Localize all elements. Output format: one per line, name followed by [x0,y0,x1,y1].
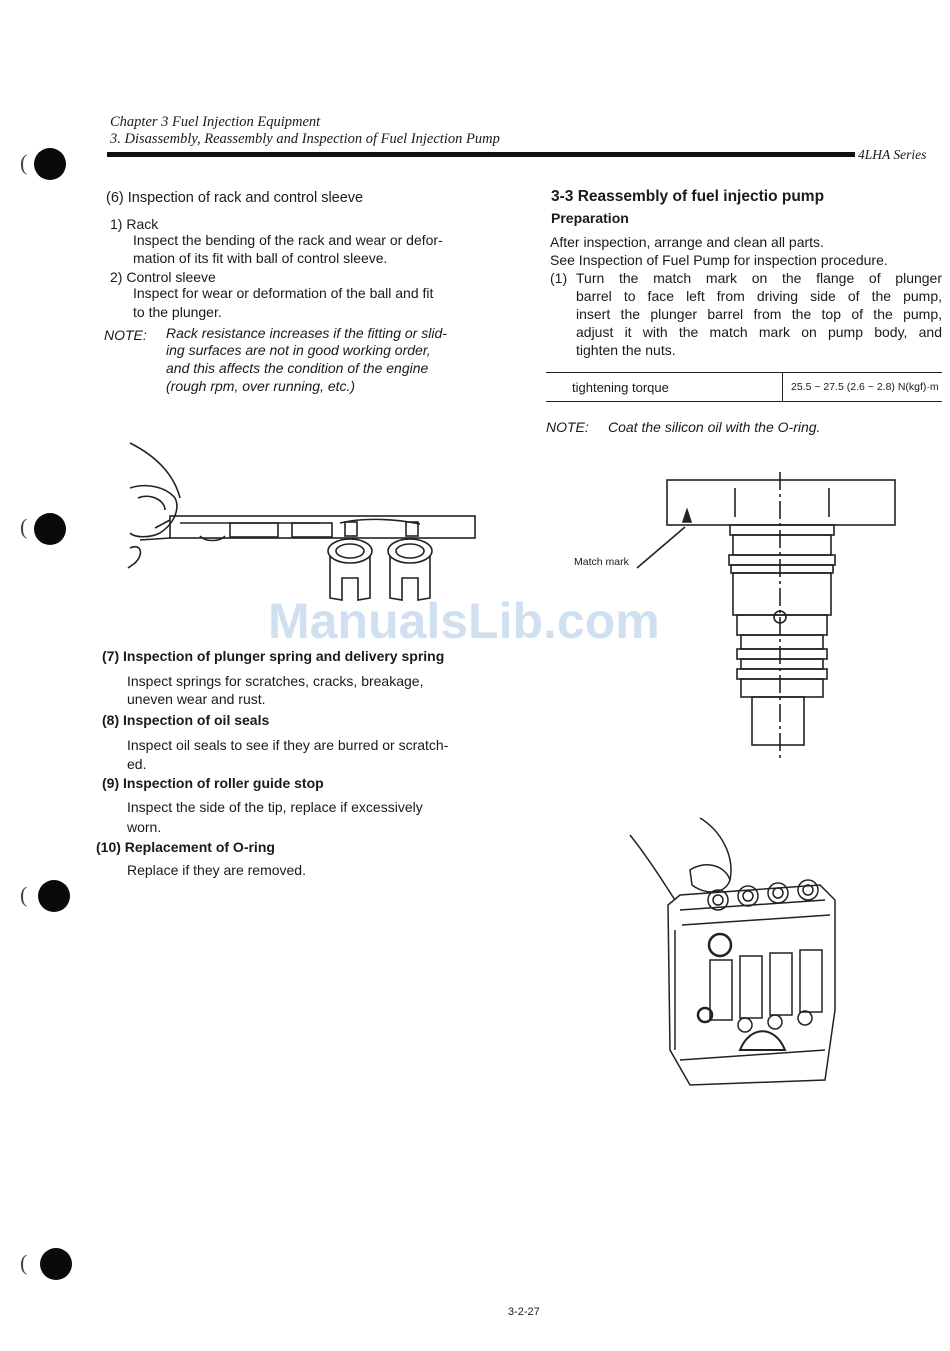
plunger-barrel-figure [636,472,896,762]
item8-line1: Inspect oil seals to see if they are bur… [127,737,449,753]
item6-heading: (6) Inspection of rack and control sleev… [106,190,364,206]
item6-note-line1: Rack resistance increases if the fitting… [166,325,447,341]
binder-hole-2 [34,513,66,545]
binder-hole-arc: ( [20,882,28,907]
header-rule [107,152,855,157]
step1-line1: Turn the match mark on the flange of plu… [576,270,942,286]
item9-heading: (9) Inspection of roller guide stop [102,775,324,791]
note-text: Coat the silicon oil with the O-ring. [608,419,821,435]
note-label: NOTE: [546,419,589,435]
torque-table: tightening torque 25.5 ~ 27.5 (2.6 ~ 2.8… [546,372,942,402]
item6-sub1-line2: mation of its fit with ball of control s… [133,250,388,266]
item6-sub2-title: 2) Control sleeve [110,269,216,285]
step1-line3: insert the plunger barrel from the top o… [576,306,942,322]
item8-heading: (8) Inspection of oil seals [102,712,270,728]
preparation-para1: After inspection, arrange and clean all … [550,234,824,250]
binder-hole-arc: ( [20,150,28,175]
item7-heading: (7) Inspection of plunger spring and del… [102,648,445,664]
item6-note-label: NOTE: [104,327,147,343]
step1-line2: barrel to face left from driving side of… [576,288,942,304]
step1-line5: tighten the nuts. [576,342,676,358]
torque-value: 25.5 ~ 27.5 (2.6 ~ 2.8) N(kgf)·m [791,381,939,393]
binder-hole-1 [34,148,66,180]
step1-line4: adjust it with the match mark on pump bo… [576,324,942,340]
watermark: ManualsLib.com [268,593,660,649]
torque-label: tightening torque [546,372,783,402]
chapter-title: Chapter 3 Fuel Injection Equipment [110,114,321,130]
pump-assembly-illustration [629,817,836,1086]
binder-hole-3 [38,880,70,912]
section-3-3-heading: 3-3 Reassembly of fuel injectio pump [551,188,825,205]
binder-hole-4 [40,1248,72,1280]
match-mark-label: Match mark [574,556,629,568]
item6-note-line2: ing surfaces are not in good working ord… [166,342,431,358]
item7-line1: Inspect springs for scratches, cracks, b… [127,673,424,689]
section-title: 3. Disassembly, Reassembly and Inspectio… [110,131,500,147]
item9-line1: Inspect the side of the tip, replace if … [127,799,423,815]
item10-heading: (10) Replacement of O-ring [96,839,275,855]
item8-line2: ed. [127,756,147,772]
item6-note-line4: (rough rpm, over running, etc.) [166,378,356,394]
binder-hole-arc: ( [20,1250,28,1275]
preparation-para2: See Inspection of Fuel Pump for inspecti… [550,252,888,268]
series-label: 4LHA Series [858,147,927,162]
preparation-subheading: Preparation [551,210,629,226]
page-number: 3-2-27 [508,1306,540,1318]
item6-note-line3: and this affects the condition of the en… [166,360,429,376]
item7-line2: uneven wear and rust. [127,691,266,707]
torque-row: tightening torque 25.5 ~ 27.5 (2.6 ~ 2.8… [546,372,942,402]
item6-sub2-line1: Inspect for wear or deformation of the b… [133,285,434,301]
step1-label: (1) [550,270,568,286]
item6-sub1-title: 1) Rack [110,216,159,232]
binder-hole-arc: ( [20,514,28,539]
item10-line1: Replace if they are removed. [127,862,306,878]
item6-sub1-line1: Inspect the bending of the rack and wear… [133,232,443,248]
item6-sub2-line2: to the plunger. [133,304,222,320]
item9-line2: worn. [127,819,162,835]
rack-illustration [127,442,476,601]
